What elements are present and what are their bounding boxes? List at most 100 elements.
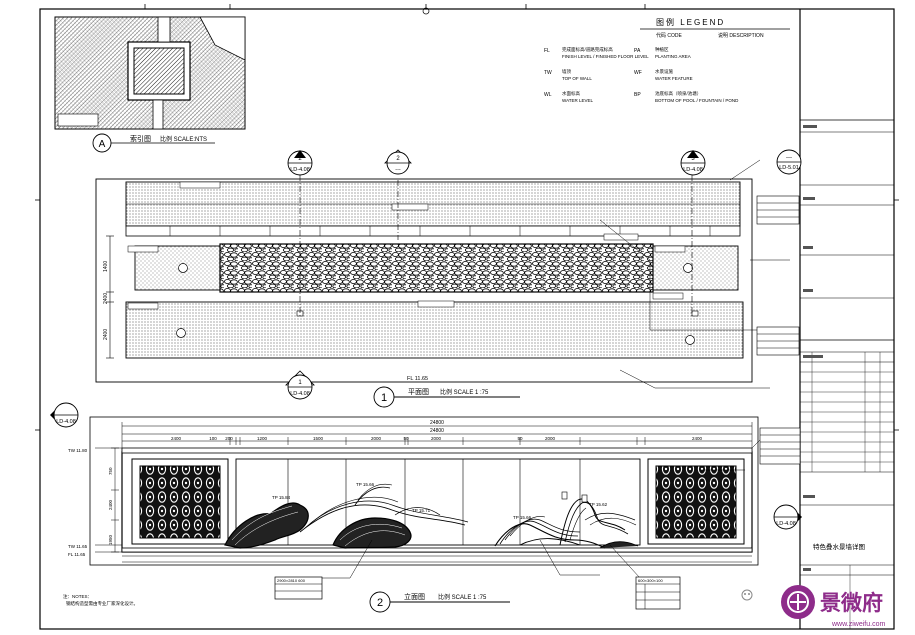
svg-text:PA: PA <box>634 48 641 54</box>
svg-text:水景设施: 水景设施 <box>655 68 673 75</box>
elevation-number: 2 <box>377 597 383 609</box>
elevation-dim-top: 1500 <box>313 436 324 441</box>
plan-lower-pool <box>125 301 744 359</box>
elevation-dim-left: 750 <box>108 467 113 475</box>
level-label: TW 11.65 <box>68 544 88 549</box>
spec-box <box>635 576 681 610</box>
svg-text:墙顶: 墙顶 <box>562 68 571 75</box>
elevation-dim-top: 2000 <box>545 436 556 441</box>
tp-label: TP 15.66 <box>356 482 375 487</box>
svg-text:---: --- <box>786 155 792 161</box>
svg-text:FL: FL <box>544 48 550 54</box>
legend-desc-header: 说明 DESCRIPTION <box>718 32 764 39</box>
key-plan-marker: A 索引图 比例 SCALE:NTS <box>92 133 215 153</box>
legend-item: PA 种植区 PLANTING AREA <box>634 46 691 59</box>
plan-scale: 比例 SCALE 1 :75 <box>440 388 489 396</box>
legend-title: 图例 LEGEND <box>656 17 725 27</box>
watermark: 景微府 www.ziweifu.com <box>741 585 885 628</box>
svg-text:LD-4.08: LD-4.08 <box>56 419 76 425</box>
elevation-dim-mid: 24800 <box>430 428 444 434</box>
spec-box <box>274 576 323 600</box>
section-marker: 2 LD-4.08 <box>287 150 313 176</box>
elevation-dim-left: 2400 <box>108 499 113 510</box>
legend-code-header: 代码 CODE <box>656 32 683 39</box>
watermark-brand: 景微府 <box>820 591 883 615</box>
legend-item: WL 水面标高 WATER LEVEL <box>544 90 594 103</box>
elevation-dim-total: 24800 <box>430 420 444 426</box>
plan-planter-left <box>134 245 221 291</box>
svg-text:WL: WL <box>544 92 552 98</box>
svg-text:池底标高（喷泉/池塘）: 池底标高（喷泉/池塘） <box>655 90 701 97</box>
plan-pebble-pool <box>219 243 654 293</box>
center-mark <box>422 7 430 15</box>
svg-text:2: 2 <box>298 156 302 162</box>
svg-text:2900×2810 600: 2900×2810 600 <box>277 578 306 583</box>
notes-heading: 注：NOTES： <box>63 593 92 600</box>
drawing-title: 特色叠水景墙详图 <box>813 542 865 551</box>
elevation-title-block: 2 立面图 比例 SCALE 1 :75 <box>369 591 510 613</box>
key-plan-label: 索引图 <box>130 134 151 143</box>
svg-text:WATER LEVEL: WATER LEVEL <box>562 98 594 103</box>
svg-text:LD-4.08: LD-4.08 <box>776 521 796 527</box>
notes: 注：NOTES： 钢结构造型需由专业厂家深化设计。 <box>63 593 138 607</box>
title-block <box>799 9 894 629</box>
tp-label: TP 15.84 <box>272 495 291 500</box>
elevation-title: 立面图 <box>404 592 425 601</box>
elevation-dim-top: 50 <box>403 436 409 441</box>
section-marker: 2 --- <box>384 149 412 175</box>
elevation-dim-top: 50 <box>517 436 523 441</box>
plan-planter-right <box>652 245 739 291</box>
svg-text:BOTTOM OF POOL / FOUNTAIN / PO: BOTTOM OF POOL / FOUNTAIN / POND <box>655 98 739 103</box>
key-plan-marker-letter: A <box>99 139 106 150</box>
key-plan-scale: 比例 SCALE:NTS <box>160 135 207 143</box>
legend-item: BP 池底标高（喷泉/池塘） BOTTOM OF POOL / FOUNTAIN… <box>634 90 739 103</box>
svg-text:600×300×100: 600×300×100 <box>638 578 663 583</box>
plan-view: 1400 2400 2400 FL 11.65 <box>95 159 800 389</box>
plan-fl-label: FL 11.65 <box>407 376 428 382</box>
zone-ticks <box>35 4 899 431</box>
svg-text:LD-5.01: LD-5.01 <box>779 165 799 171</box>
elevation-view: 24800 24800 2400 100 200 1200 1500 2000 … <box>68 416 801 610</box>
svg-text:1: 1 <box>298 380 302 386</box>
watermark-url: www.ziweifu.com <box>831 621 885 628</box>
section-marker: 3 LD-4.08 <box>680 150 706 176</box>
elevation-dim-top: 100 <box>209 436 217 441</box>
level-label: FL 11.65 <box>68 552 86 557</box>
legend-item: FL 完成面标高/道路完成标高 FINISH LEVEL / FINISHED … <box>544 46 649 59</box>
section-marker: --- LD-5.01 <box>776 149 802 175</box>
svg-text:完成面标高/道路完成标高: 完成面标高/道路完成标高 <box>562 46 613 53</box>
plan-number: 1 <box>381 392 387 404</box>
plan-dim-left: 1400 <box>103 261 109 272</box>
plan-wall-strip <box>125 225 741 237</box>
legend-item: WF 水景设施 WATER FEATURE <box>634 68 693 81</box>
svg-text:WF: WF <box>634 70 642 76</box>
section-marker: 1 LD-4.08 <box>285 370 315 400</box>
plan-outer-frame <box>95 178 753 383</box>
elevation-dim-top: 1200 <box>257 436 268 441</box>
elevation-dim-top: 2000 <box>371 436 382 441</box>
plan-dim-left: 2400 <box>103 293 109 304</box>
svg-text:LD-4.08: LD-4.08 <box>290 167 310 173</box>
level-label: TW 11.80 <box>68 448 88 453</box>
notes-line: 钢结构造型需由专业厂家深化设计。 <box>66 600 138 607</box>
plan-dim-left: 2400 <box>103 329 109 340</box>
elevation-dim-top: 2400 <box>171 436 182 441</box>
svg-text:3: 3 <box>691 156 695 162</box>
section-marker: LD-4.08 <box>773 504 802 530</box>
svg-text:BP: BP <box>634 92 641 98</box>
elevation-scale: 比例 SCALE 1 :75 <box>438 593 487 601</box>
tp-label: TP 15.66 <box>513 515 532 520</box>
svg-text:PLANTING AREA: PLANTING AREA <box>655 54 691 59</box>
sheet-border <box>39 8 895 630</box>
svg-text:2: 2 <box>396 156 400 162</box>
tp-label: TP 15.62 <box>589 502 608 507</box>
elevation-dim-top: 2000 <box>431 436 442 441</box>
svg-text:TW: TW <box>544 70 552 76</box>
section-marker: LD-4.08 <box>50 402 79 428</box>
legend-item: TW 墙顶 TOP OF WALL <box>544 68 592 81</box>
plan-title-block: 1 平面图 比例 SCALE 1 :75 <box>373 386 520 408</box>
elevation-dim-left: 1950 <box>108 534 113 545</box>
elevation-dim-top: 2400 <box>692 436 703 441</box>
rock-sculpture <box>224 483 639 549</box>
